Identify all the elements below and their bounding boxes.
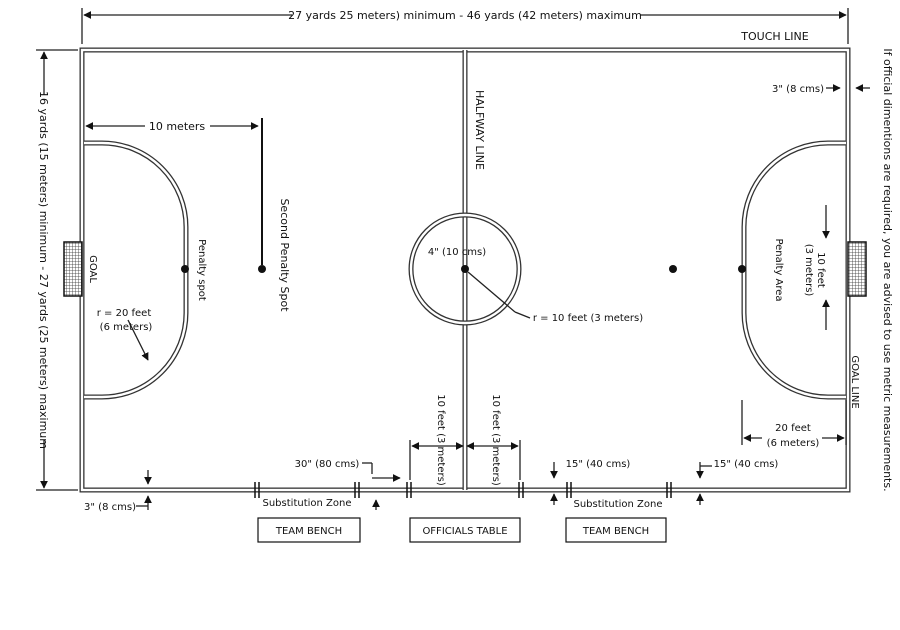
substitution-zone-left-label: Substitution Zone (263, 498, 352, 509)
halfway-line-label: HALFWAY LINE (473, 90, 486, 170)
fifteen-inch-left-label: 15" (40 cms) (566, 459, 631, 470)
center-spot (461, 265, 469, 273)
team-bench-left-box (257, 517, 361, 543)
penalty-area-label: Penalty Area (773, 238, 784, 301)
team-bench-right-box (565, 517, 667, 543)
second-penalty-spot-label: Second Penalty Spot (278, 198, 291, 312)
right-penalty-spot (738, 265, 746, 273)
officials-table-box (409, 517, 521, 543)
radius-20-label-1: r = 20 feet (97, 308, 152, 319)
metric-note: If official dimentions are required, you… (881, 48, 894, 491)
radius-20-label-2: (6 meters) (100, 322, 153, 333)
substitution-zone-right-label: Substitution Zone (574, 499, 663, 510)
right-goal (847, 241, 867, 297)
left-penalty-spot (181, 265, 189, 273)
team-bench-left-label: TEAM BENCH (275, 526, 342, 537)
penalty-spot-label: Penalty spot (196, 239, 207, 301)
sub-zone-10ft-right-label: 10 feet (3 meters) (490, 394, 501, 486)
center-circle (408, 212, 522, 326)
twenty-feet-label-1: 20 feet (775, 423, 811, 434)
left-penalty-area (84, 140, 189, 400)
right-second-penalty-spot (669, 265, 677, 273)
radius-10-label: r = 10 feet (3 meters) (533, 313, 643, 324)
three-inch-top-label: 3" (8 cms) (772, 84, 824, 95)
center-spot-label: 4" (10 cms) (428, 247, 486, 258)
right-penalty-area (741, 140, 846, 400)
ten-meters-label: 10 meters (149, 120, 206, 133)
twenty-feet-label-2: (6 meters) (767, 438, 820, 449)
team-bench-right-label: TEAM BENCH (582, 526, 649, 537)
left-goal (63, 241, 83, 297)
goal-line-label: GOAL LINE (849, 355, 860, 408)
side-dimension-text: 16 yards (15 meters) minimum - 27 yards … (37, 91, 50, 449)
left-second-penalty-spot (258, 265, 266, 273)
substitution-zone-marks (254, 482, 672, 498)
top-dimension-text: 27 yards 25 meters) minimum - 46 yards (… (288, 9, 642, 22)
sub-zone-10ft-left-label: 10 feet (3 meters) (435, 394, 446, 486)
fifteen-inch-right-label: 15" (40 cms) (714, 459, 779, 470)
ten-feet-right-label-2: (3 meters) (803, 244, 814, 297)
ten-feet-right-label-1: 10 feet (815, 252, 826, 288)
three-inch-bottom-label: 3" (8 cms) (84, 502, 136, 513)
goal-label: GOAL (87, 255, 98, 283)
thirty-inch-label: 30" (80 cms) (295, 459, 360, 470)
officials-table-label: OFFICIALS TABLE (422, 526, 507, 537)
touch-line-label: TOUCH LINE (740, 30, 808, 43)
